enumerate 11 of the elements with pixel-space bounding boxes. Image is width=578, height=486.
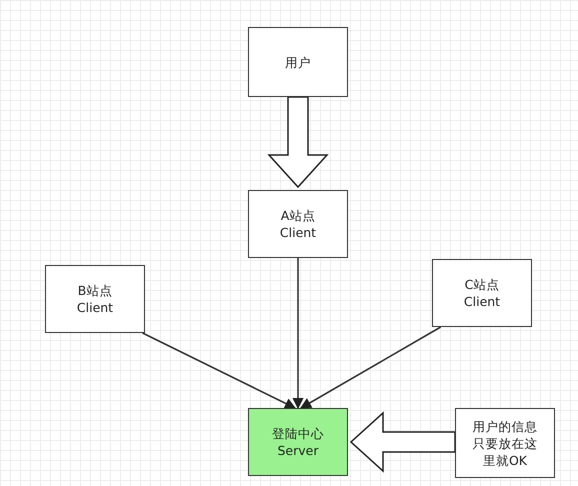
client-box: B站点 Client: [45, 265, 145, 333]
block-arrow: [350, 411, 456, 473]
arrow: [292, 258, 304, 410]
arrow: [142, 332, 296, 409]
arrow: [300, 326, 442, 409]
client-box: C站点 Client: [432, 259, 532, 327]
user-box: 用户: [248, 27, 348, 97]
server-box: 登陆中心 Server: [248, 408, 348, 476]
note-box: 用户的信息只要放在这里就OK: [455, 408, 555, 478]
block-arrow: [267, 96, 329, 188]
client-box: A站点 Client: [248, 190, 348, 258]
